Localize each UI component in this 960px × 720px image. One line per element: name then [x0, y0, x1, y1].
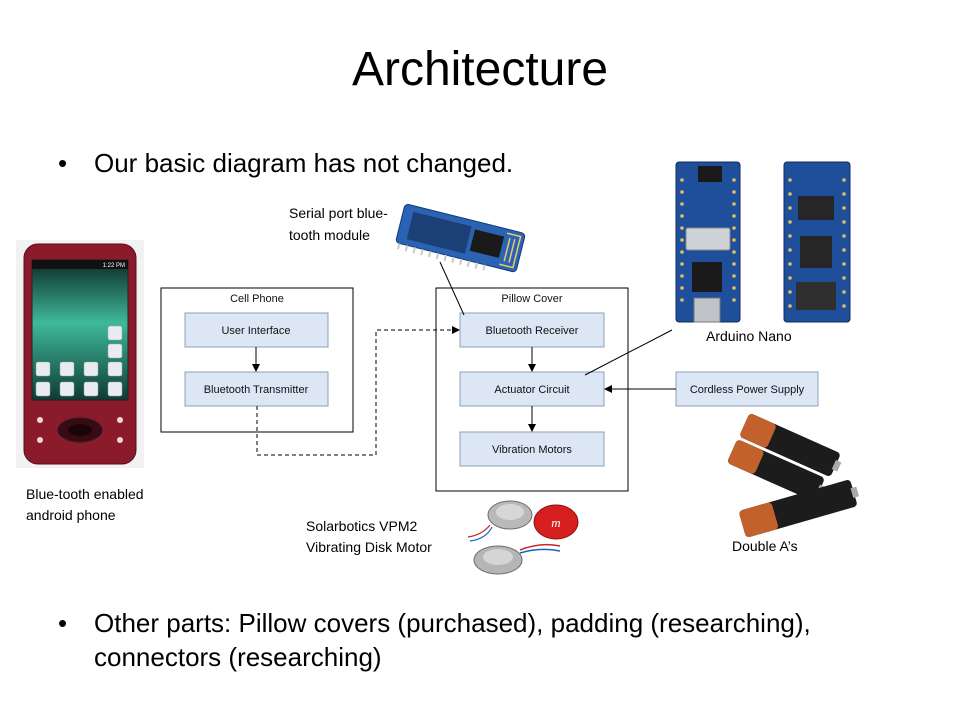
cordless-power-supply-label: Cordless Power Supply: [690, 384, 805, 396]
bullet-marker: •: [58, 148, 68, 178]
user-interface-label: User Interface: [221, 325, 290, 337]
cordless-power-supply-box: Cordless Power Supply: [675, 371, 819, 407]
bt-module-leader-line: [439, 261, 465, 316]
user-interface-box: User Interface: [184, 312, 329, 348]
vibration-motors-label: Vibration Motors: [492, 444, 572, 456]
cell-phone-label: Cell Phone: [230, 293, 284, 305]
phone-caption-line1: Blue-tooth enabled: [26, 486, 144, 502]
arduino-leader-line: [584, 329, 673, 376]
bluetooth-module-image: [395, 204, 526, 273]
bullet-marker: •: [58, 608, 68, 638]
cell-phone-frame: Cell Phone User Interface Bluetooth Tran…: [160, 287, 354, 433]
actuator-circuit-label: Actuator Circuit: [494, 384, 569, 396]
android-phone-image: 1:22 PM: [16, 240, 144, 468]
pillow-cover-frame: Pillow Cover Bluetooth Receiver Actuator…: [435, 287, 629, 492]
vibrating-motor-image: m: [467, 500, 579, 575]
bullet-text: Other parts: Pillow covers (purchased), …: [94, 608, 811, 672]
bullet-item: • Our basic diagram has not changed.: [58, 146, 678, 180]
bt-module-caption-line1: Serial port blue-: [289, 205, 388, 221]
motor-caption-line1: Solarbotics VPM2: [306, 518, 417, 534]
bullet-item: • Other parts: Pillow covers (purchased)…: [58, 606, 858, 678]
arduino-caption: Arduino Nano: [706, 328, 792, 344]
bluetooth-receiver-label: Bluetooth Receiver: [486, 325, 579, 337]
bt-module-caption-line2: tooth module: [289, 227, 370, 243]
motor-caption-line2: Vibrating Disk Motor: [306, 539, 432, 555]
bluetooth-receiver-box: Bluetooth Receiver: [459, 312, 605, 348]
slide-title: Architecture: [351, 43, 609, 96]
bluetooth-transmitter-box: Bluetooth Transmitter: [184, 371, 329, 407]
arduino-nano-image: [675, 161, 851, 323]
aa-batteries-image: [728, 414, 860, 538]
pillow-cover-label: Pillow Cover: [501, 293, 562, 305]
candy-logo: m: [551, 515, 560, 530]
bluetooth-link-dashed-arrow: [256, 326, 460, 456]
phone-caption-line2: android phone: [26, 507, 116, 523]
phone-clock: 1:22 PM: [103, 263, 125, 269]
batteries-caption: Double A’s: [732, 538, 798, 554]
vibration-motors-box: Vibration Motors: [459, 431, 605, 467]
actuator-circuit-box: Actuator Circuit: [459, 371, 605, 407]
bluetooth-transmitter-label: Bluetooth Transmitter: [204, 384, 309, 396]
bullet-text: Our basic diagram has not changed.: [94, 148, 514, 178]
